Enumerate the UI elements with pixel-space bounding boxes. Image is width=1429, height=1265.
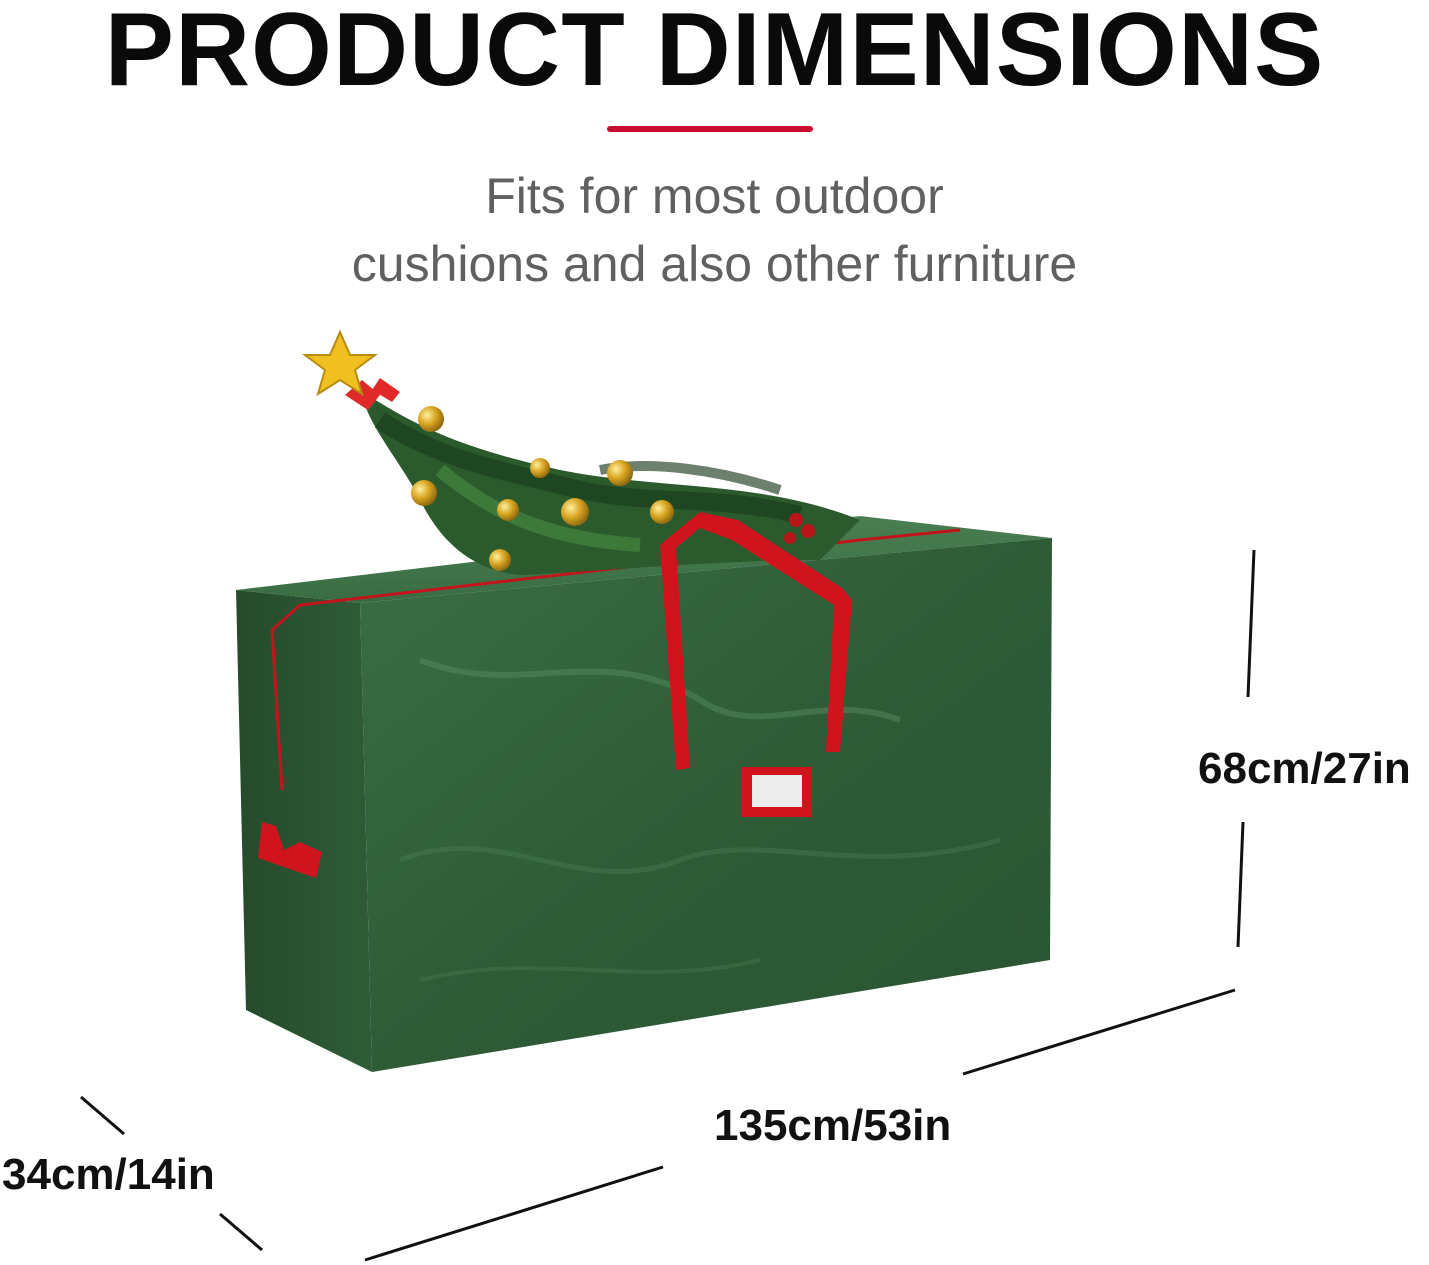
title-underline [607,126,813,132]
subtitle: Fits for most outdoor cushions and also … [0,162,1429,298]
depth-label: 34cm/14in [2,1150,215,1199]
depth-dimension-line [80,1095,263,1252]
length-label: 135cm/53in [714,1101,952,1150]
christmas-tree [345,378,860,575]
side-handle [258,822,322,878]
length-dimension-line [364,988,1236,1262]
label-window [742,767,812,817]
subtitle-line-2: cushions and also other furniture [351,236,1078,292]
page-title: PRODUCT DIMENSIONS [104,0,1325,108]
subtitle-line-1: Fits for most outdoor [485,168,944,224]
star-topper [302,329,378,397]
bag-front-panel [360,538,1052,1072]
bag-side-panel [236,590,372,1072]
storage-bag [236,516,1052,1072]
height-label: 68cm/27in [1198,744,1411,793]
height-dimension-line [1236,549,1256,948]
zipper-line [271,528,961,632]
carry-handle [660,512,852,770]
